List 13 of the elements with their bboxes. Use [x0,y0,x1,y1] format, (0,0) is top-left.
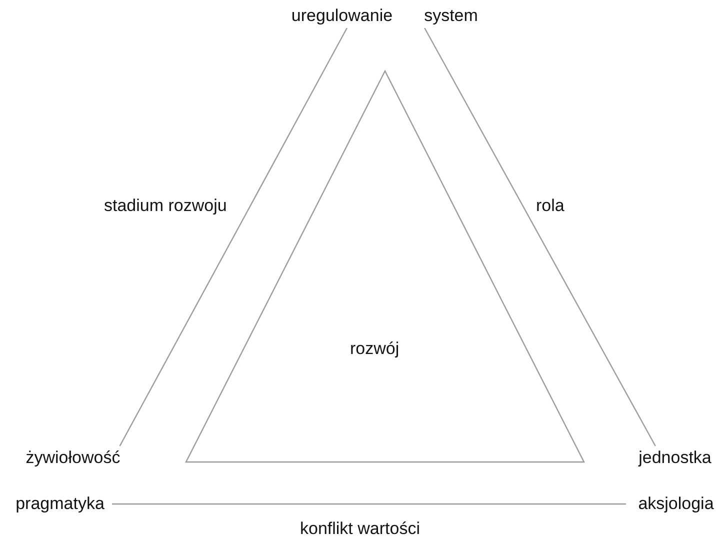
node-label: rozwój [350,338,400,360]
edge-label: stadium rozwoju [104,195,227,217]
node-label: pragmatyka [14,493,106,515]
connector-line [424,28,656,446]
node-label: jednostka [637,447,712,469]
edge-label: rola [536,195,564,217]
node-label: uregulowanie [290,5,394,27]
connector-line [119,28,348,446]
edge-label: konflikt wartości [300,518,420,540]
node-label: system [423,5,479,27]
node-label: żywiołowość [24,447,122,469]
node-label: aksjologia [637,493,715,515]
connector-line [112,503,626,505]
